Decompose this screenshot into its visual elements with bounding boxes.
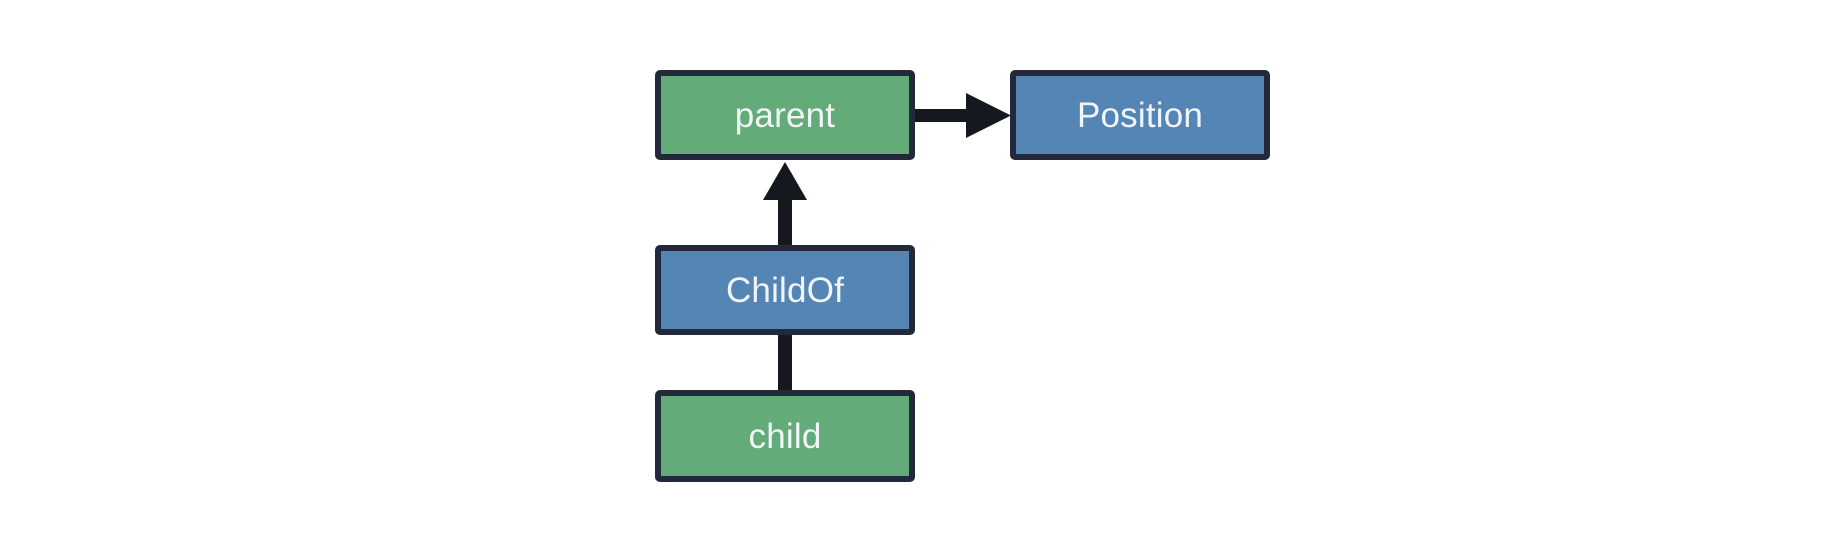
node-childof[interactable]: ChildOf (655, 245, 915, 335)
edge-parent-to-position (913, 93, 1011, 138)
node-parent-label: parent (734, 95, 836, 135)
node-childof-label: ChildOf (725, 270, 845, 310)
edge-childof-to-parent (763, 162, 807, 248)
edge-child-to-childof (778, 333, 792, 393)
node-child[interactable]: child (655, 390, 915, 482)
node-parent[interactable]: parent (655, 70, 915, 160)
node-child-label: child (748, 416, 822, 456)
node-position[interactable]: Position (1010, 70, 1270, 160)
node-position-label: Position (1076, 95, 1204, 135)
